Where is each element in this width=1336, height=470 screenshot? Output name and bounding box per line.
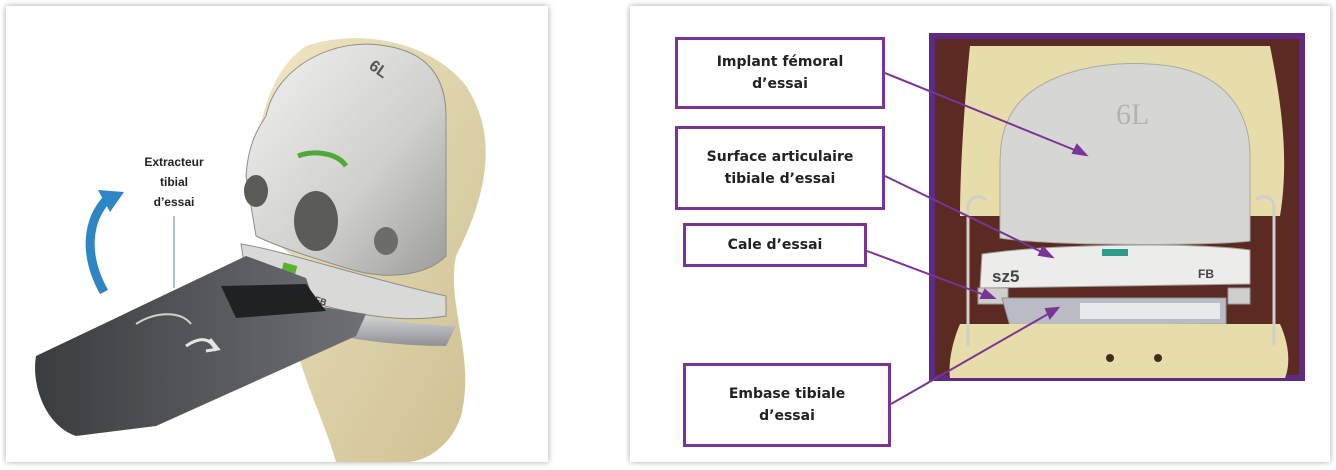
label-tibial-tray: Embase tibiale d’essai xyxy=(683,363,891,447)
photo-insert-size: sz5 xyxy=(992,267,1019,286)
label-articular-surface: Surface articulaire tibiale d’essai xyxy=(675,126,885,210)
photo-insert-type: FB xyxy=(1198,267,1214,281)
label-femoral-line-2: d’essai xyxy=(752,73,808,95)
insert-green-marker xyxy=(1102,249,1128,256)
right-labeled-photo-panel: 6L sz5 FB xyxy=(630,6,1330,462)
label-embase-line-1: Embase tibiale xyxy=(729,383,845,405)
extractor-label-line-3: d’essai xyxy=(114,192,234,212)
extractor-label: Extracteur tibial d’essai xyxy=(114,152,234,212)
label-shim: Cale d’essai xyxy=(683,223,867,267)
label-femoral-trial: Implant fémoral d’essai xyxy=(675,37,885,109)
extractor-label-line-2: tibial xyxy=(114,172,234,192)
label-surface-line-2: tibiale d’essai xyxy=(725,168,836,190)
tibia-bone xyxy=(949,324,1288,378)
label-cale-line-1: Cale d’essai xyxy=(728,234,823,256)
extractor-illustration: 6L FB xyxy=(6,6,548,462)
photo-femoral-size: 6L xyxy=(1116,98,1149,131)
femoral-trial-component: 6L xyxy=(244,44,446,275)
shim-photo-right xyxy=(1228,288,1250,304)
label-embase-line-2: d’essai xyxy=(759,405,815,427)
left-illustration-panel: 6L FB xyxy=(6,6,548,462)
extractor-label-line-1: Extracteur xyxy=(114,152,234,172)
label-femoral-line-1: Implant fémoral xyxy=(717,51,844,73)
femoral-trial-photo xyxy=(1000,63,1250,244)
tray-engraving xyxy=(1080,303,1220,319)
label-surface-line-1: Surface articulaire xyxy=(707,146,854,168)
